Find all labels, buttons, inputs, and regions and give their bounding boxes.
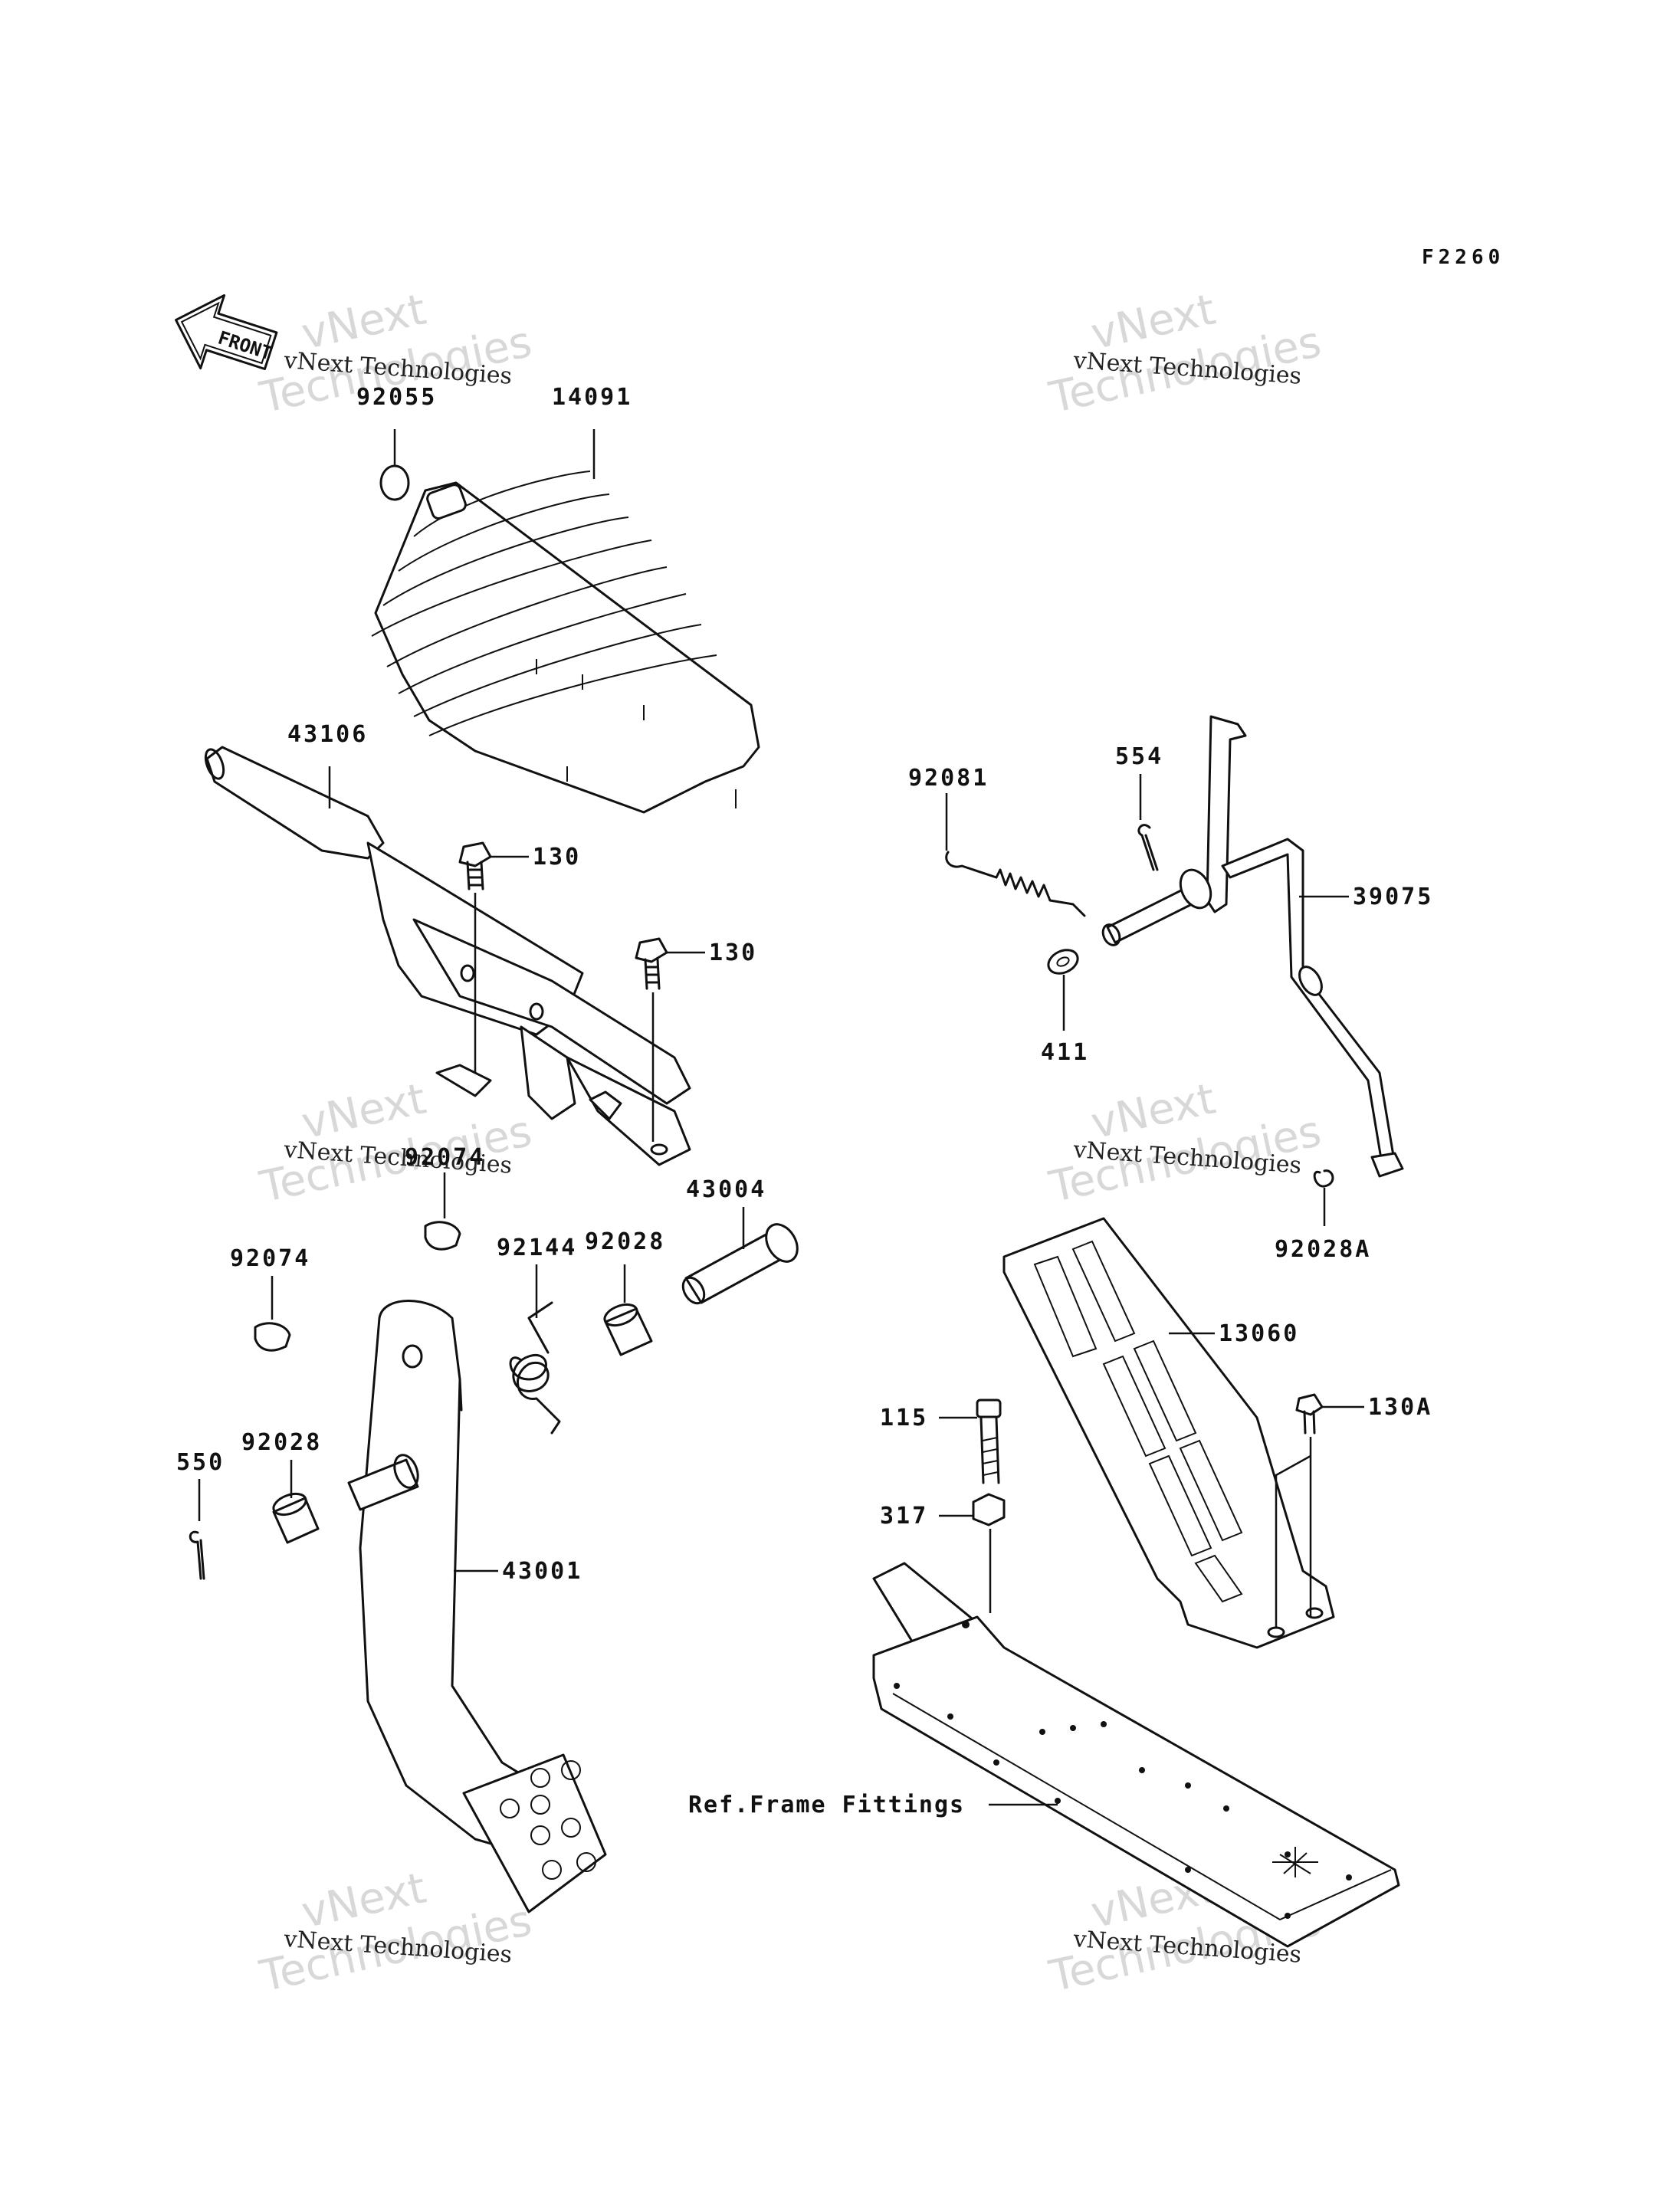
diagram-code: F2260 (1422, 246, 1504, 269)
clip-92028A (1313, 1169, 1334, 1188)
part-label: 92144 (497, 1235, 577, 1261)
pin-43004 (681, 1223, 799, 1305)
bolt-115 (976, 1399, 1002, 1484)
part-label: 43001 (502, 1558, 582, 1585)
ref-frame-label: Ref.Frame Fittings (688, 1792, 965, 1818)
boot-14091 (371, 464, 760, 814)
part-label: 92028A (1275, 1236, 1371, 1263)
part-label: 43004 (686, 1176, 766, 1203)
part-label: 554 (1115, 743, 1163, 770)
part-label: 92055 (356, 384, 437, 411)
part-label: 130 (533, 844, 581, 871)
part-label: 92074 (230, 1245, 310, 1272)
nut-317 (972, 1493, 1006, 1613)
part-label: 14091 (552, 384, 632, 411)
part-label: 317 (880, 1503, 928, 1530)
cap-92074 (424, 1221, 461, 1251)
part-label: 92028 (241, 1429, 322, 1456)
part-label: 39075 (1353, 884, 1433, 910)
spring-rod-92081 (945, 851, 1086, 917)
part-label: 130 (709, 939, 757, 966)
shaft-39075 (1101, 715, 1404, 1178)
cotter-pin-554 (1137, 824, 1159, 871)
frame-fittings (872, 1562, 1400, 1948)
part-label: 92081 (908, 765, 989, 792)
part-label: 411 (1041, 1039, 1089, 1066)
part-label: 550 (176, 1449, 225, 1476)
cap-92074 (254, 1322, 291, 1352)
bushing-92028 (272, 1492, 320, 1544)
part-label: 115 (880, 1405, 928, 1431)
part-label: 13060 (1219, 1320, 1299, 1347)
pedal-13060 (1002, 1217, 1335, 1649)
part-label: 130A (1368, 1394, 1432, 1421)
spring-92144 (509, 1301, 561, 1435)
washer-411 (1047, 949, 1079, 975)
pedal-43001 (347, 1300, 607, 1913)
bolt-130 (635, 937, 668, 1142)
bolt-130A (1275, 1393, 1324, 1628)
bushing-92028 (603, 1303, 653, 1356)
part-labels: 92055 14091 43106 130 130 92074 92074 92… (176, 384, 1433, 1818)
leader-lines (198, 429, 1364, 1806)
lever-43106 (204, 746, 691, 1166)
o-ring-92055 (379, 464, 410, 501)
bolt-130 (458, 841, 492, 1073)
part-label: 43106 (287, 721, 368, 748)
part-label: 92028 (585, 1228, 665, 1255)
part-label: 92074 (405, 1144, 485, 1171)
cotter-pin-550 (189, 1530, 205, 1580)
